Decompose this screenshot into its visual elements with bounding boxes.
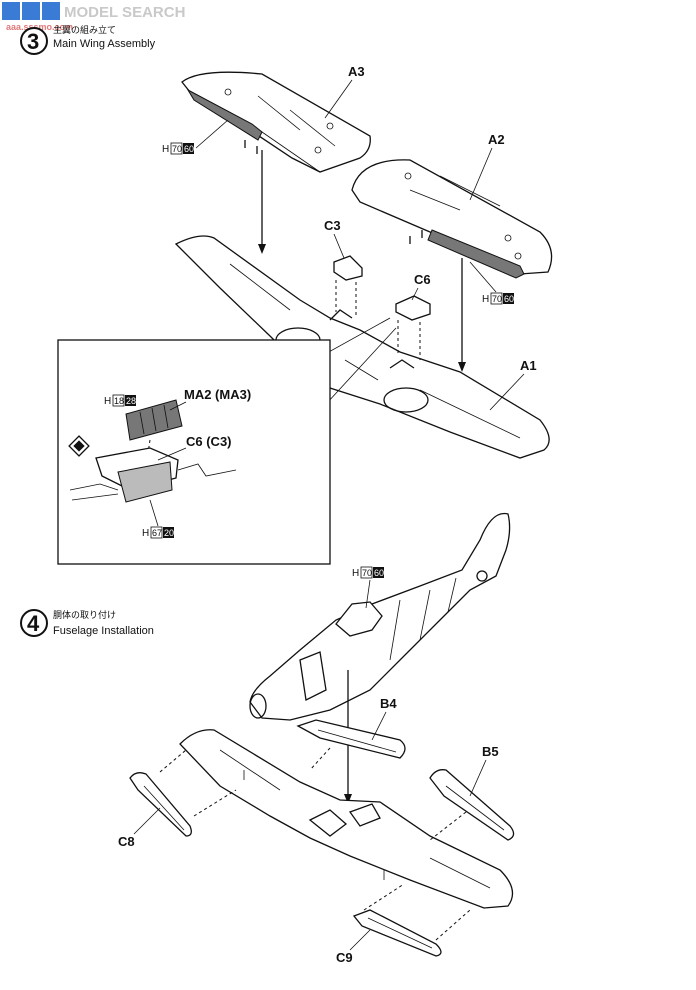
label-ma2: MA2 (MA3) [184,387,251,402]
svg-text:H: H [482,294,489,305]
wing-lower-assembly [179,729,514,909]
svg-text:70: 70 [492,294,502,304]
watermark: MODEL SEARCH aaa.sssmo.com [2,2,185,32]
flap-a3 [186,88,263,141]
label-a2: A2 [488,132,505,147]
svg-text:70: 70 [362,568,372,578]
step3-title-jp: 主翼の組み立て [53,24,116,36]
part-c6 [395,295,431,360]
step3-header: 3 主翼の組み立て Main Wing Assembly [20,24,156,55]
label-c3: C3 [324,218,341,233]
part-c9 [352,909,442,957]
watermark-logo-icon [22,2,40,20]
wing-upper-a3 [181,71,371,173]
step3-title-en: Main Wing Assembly [53,38,156,50]
step3-number: 3 [27,29,39,54]
color-code-a3: H 70 60 [162,142,194,155]
wing-lower-a1 [174,235,550,459]
svg-text:18: 18 [114,396,124,406]
svg-text:28: 28 [126,396,136,406]
watermark-logo-icon [42,2,60,20]
step-number-circle [20,27,48,55]
watermark-logo-icon [2,2,20,20]
svg-text:H: H [162,144,169,155]
svg-text:70: 70 [172,144,182,154]
step4-title-en: Fuselage Installation [53,625,154,637]
color-code-fuselage: H 70 60 [352,566,384,579]
color-code-c6: H 67 20 [142,526,174,539]
part-b4 [296,719,406,759]
svg-text:H: H [142,528,149,539]
color-code-a2: H 70 60 [482,292,514,305]
svg-text:H: H [104,396,111,407]
svg-text:60: 60 [504,294,514,304]
svg-text:20: 20 [164,528,174,538]
svg-text:H: H [352,568,359,579]
svg-text:67: 67 [152,528,162,538]
label-c6-c3: C6 (C3) [186,434,232,449]
step4-title-jp: 胴体の取り付け [53,609,116,621]
label-c8: C8 [118,834,135,849]
part-c3 [333,255,363,318]
flap-a2 [427,229,525,279]
watermark-brand: MODEL SEARCH [64,4,185,21]
step4-header: 4 胴体の取り付け Fuselage Installation [20,609,154,637]
part-b5 [429,769,515,841]
fuselage [249,512,511,721]
detail-box [57,339,331,565]
label-c9: C9 [336,950,353,965]
label-a3: A3 [348,64,365,79]
watermark-site: aaa.sssmo.com [6,22,73,32]
svg-text:60: 60 [184,144,194,154]
svg-text:60: 60 [374,568,384,578]
color-code-ma2: H 18 28 [104,394,136,407]
label-b5: B5 [482,744,499,759]
wing-upper-a2 [351,159,553,279]
label-c6: C6 [414,272,431,287]
part-c8 [129,772,192,837]
step4-number: 4 [27,611,40,636]
label-a1: A1 [520,358,537,373]
part-c6-detail [117,461,173,503]
label-b4: B4 [380,696,397,711]
step-number-circle [20,609,48,637]
